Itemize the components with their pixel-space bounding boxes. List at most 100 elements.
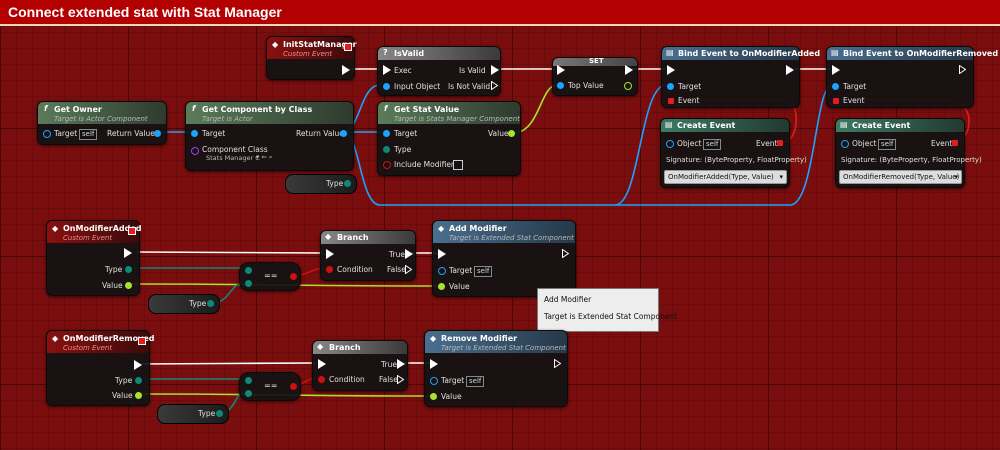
remove-modifier-node[interactable]: ◆ Remove Modifier Target is Extended Sta… (424, 330, 568, 407)
branch-node[interactable]: ◆ Branch True Condition False (312, 340, 408, 391)
value-pin[interactable] (508, 130, 515, 137)
signature-label: Signature: (ByteProperty, FloatProperty) (666, 156, 807, 164)
event-pin[interactable] (668, 98, 674, 104)
exec-in-pin[interactable] (557, 65, 565, 75)
false-exec-pin[interactable] (397, 375, 404, 384)
value-pin[interactable] (438, 283, 445, 290)
exec-in-pin[interactable] (667, 65, 675, 75)
is-not-valid-exec-pin[interactable] (491, 81, 498, 90)
b-in-pin[interactable] (245, 390, 252, 397)
target-self-field[interactable]: self (466, 376, 485, 387)
condition-pin[interactable] (318, 376, 325, 383)
false-exec-pin[interactable] (405, 265, 412, 274)
event-function-dropdown[interactable]: OnModifierRemoved(Type, Value) ▾ (839, 170, 962, 184)
exec-out-pin[interactable] (786, 65, 794, 75)
exec-out-pin[interactable] (124, 248, 132, 258)
exec-out-pin[interactable] (342, 65, 350, 75)
exec-out-pin[interactable] (959, 65, 966, 74)
target-pin[interactable] (191, 130, 198, 137)
true-exec-pin[interactable] (405, 249, 413, 259)
target-pin[interactable] (430, 377, 438, 385)
b-in-pin[interactable] (245, 280, 252, 287)
target-self-field[interactable]: self (79, 129, 98, 140)
node-title: Branch (329, 343, 361, 352)
exec-out-pin[interactable] (134, 360, 142, 370)
value-pin[interactable] (430, 393, 437, 400)
top-value-out-pin[interactable] (624, 82, 632, 90)
type-pin[interactable] (383, 146, 390, 153)
target-pin[interactable] (667, 83, 674, 90)
object-self-field[interactable]: self (703, 139, 722, 150)
exec-in-pin[interactable] (438, 249, 446, 259)
a-in-pin[interactable] (245, 377, 252, 384)
delegate-pin-icon[interactable] (128, 227, 136, 235)
value-label: Value (488, 129, 509, 138)
true-exec-pin[interactable] (397, 359, 405, 369)
get-stat-value-node[interactable]: f Get Stat Value Target is Stats Manager… (377, 101, 521, 176)
a-in-pin[interactable] (245, 267, 252, 274)
result-pin[interactable] (290, 383, 297, 390)
is-valid-exec-out-pin[interactable] (491, 65, 499, 75)
exec-in-pin[interactable] (383, 65, 391, 75)
event-pin[interactable] (833, 98, 839, 104)
is-valid-node[interactable]: ? IsValid Exec Is Valid Input Object Is … (377, 46, 501, 96)
create-event-added-node[interactable]: ▤ Create Event Object self Event Signatu… (660, 118, 807, 188)
branch-node[interactable]: ◆ Branch True Condition False (320, 230, 416, 281)
get-owner-node[interactable]: f Get Owner Target is Actor Component Ta… (37, 101, 167, 145)
exec-out-pin[interactable] (554, 359, 561, 368)
target-pin[interactable] (43, 130, 51, 138)
type-variable-node[interactable]: Type (157, 404, 229, 424)
exec-in-pin[interactable] (430, 359, 438, 369)
delegate-pin-icon[interactable] (138, 337, 146, 345)
object-pin[interactable] (841, 140, 849, 148)
bind-event-added-node[interactable]: ▤ Bind Event to OnModifierAdded Target E… (661, 46, 820, 108)
event-out-pin[interactable] (777, 140, 783, 146)
return-value-pin[interactable] (340, 130, 347, 137)
object-self-field[interactable]: self (878, 139, 897, 150)
target-pin[interactable] (832, 83, 839, 90)
condition-pin[interactable] (326, 266, 333, 273)
type-out-pin[interactable] (216, 410, 223, 417)
value-out-pin[interactable] (135, 392, 142, 399)
equals-node[interactable]: == (239, 262, 301, 291)
bind-event-removed-node[interactable]: ▤ Bind Event to OnModifierRemoved Target… (826, 46, 998, 108)
type-out-pin[interactable] (125, 266, 132, 273)
target-pin[interactable] (383, 130, 390, 137)
equals-node[interactable]: == (239, 372, 301, 401)
input-object-pin[interactable] (383, 83, 390, 90)
type-out-pin[interactable] (207, 300, 214, 307)
object-pin[interactable] (666, 140, 674, 148)
exec-in-pin[interactable] (326, 249, 334, 259)
type-variable-node[interactable]: Type (148, 294, 220, 314)
type-variable-node[interactable]: Type (285, 174, 357, 194)
type-out-pin[interactable] (135, 377, 142, 384)
target-pin[interactable] (438, 267, 446, 275)
set-node[interactable]: SET Top Value (552, 57, 638, 96)
delegate-pin-icon[interactable] (344, 43, 352, 51)
exec-in-pin[interactable] (832, 65, 840, 75)
chevron-down-icon[interactable]: ▾ ⇐ ⌕ (256, 153, 273, 161)
create-event-removed-node[interactable]: ▤ Create Event Object self Event Signatu… (835, 118, 982, 188)
component-class-select[interactable]: Stats Manager C (206, 154, 260, 162)
target-self-field[interactable]: self (474, 266, 493, 277)
on-modifier-removed-node[interactable]: ◆ OnModifierRemoved Custom Event Type Va… (46, 330, 155, 406)
node-subtitle: Target is Stats Manager Component (394, 115, 520, 123)
result-pin[interactable] (290, 273, 297, 280)
init-stat-manager-node[interactable]: ◆ InitStatManager Custom Event (266, 36, 357, 80)
node-tooltip: Add Modifier Target is Extended Stat Com… (537, 288, 677, 332)
get-component-by-class-node[interactable]: f Get Component by Class Target is Actor… (185, 101, 354, 171)
add-modifier-node[interactable]: ◆ Add Modifier Target is Extended Stat C… (432, 220, 576, 297)
exec-in-pin[interactable] (318, 359, 326, 369)
on-modifier-added-node[interactable]: ◆ OnModifierAdded Custom Event Type Valu… (46, 220, 142, 296)
exec-out-pin[interactable] (562, 249, 569, 258)
include-modifiers-checkbox[interactable] (453, 160, 463, 170)
top-value-in-pin[interactable] (557, 82, 564, 89)
include-modifiers-pin[interactable] (383, 161, 391, 169)
component-class-pin[interactable] (191, 147, 199, 155)
exec-out-pin[interactable] (625, 65, 633, 75)
event-function-dropdown[interactable]: OnModifierAdded(Type, Value) ▾ (664, 170, 787, 184)
event-out-pin[interactable] (952, 140, 958, 146)
return-value-pin[interactable] (154, 130, 161, 137)
type-out-pin[interactable] (344, 180, 351, 187)
value-out-pin[interactable] (125, 282, 132, 289)
